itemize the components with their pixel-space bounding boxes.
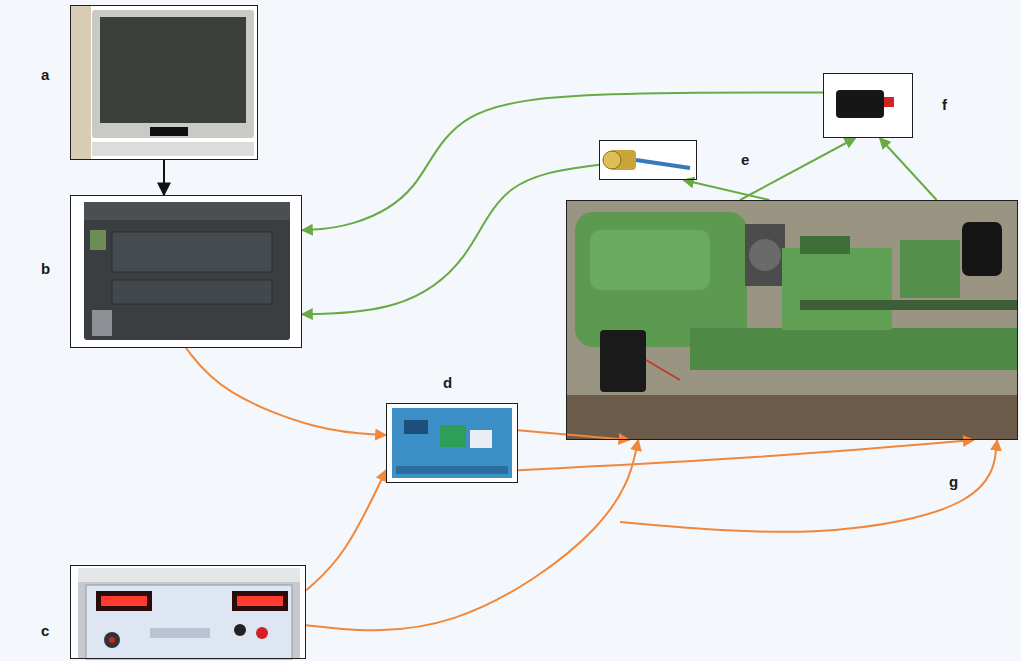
supply-knob: [104, 632, 120, 648]
power-supply-photo: [70, 565, 306, 659]
monitor-screen: [100, 17, 246, 123]
signal-wire: [740, 138, 855, 200]
sensor-cable: [636, 160, 690, 168]
stepper-motor: [962, 222, 1002, 276]
photo-ground: [70, 195, 302, 348]
power-wire: [186, 348, 386, 435]
supply-terminal: [234, 624, 246, 636]
motor-wire: [646, 360, 680, 380]
photo-frame: b: [70, 195, 302, 348]
signal-wire: [683, 180, 769, 200]
lathe-photo: [566, 200, 1018, 440]
photo-ground: [70, 5, 258, 160]
monitor-photo: [70, 5, 258, 160]
power-wire: [518, 430, 629, 440]
lathe-floor: [566, 395, 1018, 440]
figure-letter: b: [41, 260, 50, 278]
lathe-lead-screw: [800, 300, 1018, 310]
photo-frame: f: [823, 73, 913, 138]
lathe-headstock-cover: [590, 230, 710, 290]
photo-frame: d: [386, 403, 518, 483]
plc-photo: [70, 195, 302, 348]
supply-display: [232, 591, 288, 611]
lathe-chuck: [745, 224, 785, 286]
figure-letter: a: [41, 66, 49, 84]
proximity-sensor-photo: [599, 140, 697, 180]
pcb-component: [440, 425, 466, 447]
photo-frame: a: [70, 5, 258, 160]
supply-front: [86, 585, 292, 659]
wall: [71, 6, 91, 159]
supply-top: [78, 568, 300, 582]
lathe-headstock: [575, 212, 747, 347]
power-wire: [306, 440, 638, 630]
plc-panel: [112, 232, 272, 272]
supply-terminal: [256, 627, 268, 639]
power-wire: [518, 440, 974, 470]
monitor-logo-bar: [150, 127, 188, 136]
switch-button: [884, 97, 894, 107]
photo-ground: [823, 73, 913, 138]
stepper-motor: [600, 330, 646, 392]
photo-frame: g: [566, 200, 1018, 440]
supply-knob-cap: [109, 637, 115, 643]
figure-letter: f: [942, 96, 947, 114]
lathe-tailstock: [900, 240, 960, 298]
data-cable: [163, 160, 165, 195]
pcb-terminals: [396, 466, 508, 474]
pcb: [392, 408, 512, 478]
lathe-bed: [690, 328, 1018, 370]
photo-ground: [70, 565, 306, 659]
pcb-component: [470, 430, 492, 448]
figure-letter: d: [443, 374, 452, 392]
monitor-frame: [92, 10, 254, 138]
limit-switch-photo: [823, 73, 913, 138]
photo-ground: [566, 200, 1018, 440]
power-wire: [306, 470, 386, 590]
signal-wire: [302, 92, 823, 230]
photo-ground: [599, 140, 697, 180]
wire-branch: [620, 440, 997, 532]
lathe-tool-post: [800, 236, 850, 254]
desk: [92, 142, 254, 156]
lathe-spindle: [749, 239, 781, 271]
signal-wire: [302, 165, 599, 315]
photo-ground: [386, 403, 518, 483]
plc-led-block: [90, 230, 106, 250]
plc-top-strip: [84, 202, 290, 220]
figure-letter: g: [949, 473, 958, 491]
plc-port: [92, 310, 112, 336]
lathe-carriage: [782, 248, 892, 330]
supply-display-digits: [101, 596, 147, 606]
figure-letter: c: [41, 622, 49, 640]
sensor-face: [603, 151, 621, 169]
signal-wire: [880, 138, 937, 200]
figure-letter: e: [741, 151, 749, 169]
supply-switch: [150, 628, 210, 638]
supply-display-digits: [237, 596, 283, 606]
plc-panel: [112, 280, 272, 304]
photo-frame: e: [599, 140, 697, 180]
photo-frame: c: [70, 565, 306, 659]
pcb-chip: [404, 420, 428, 434]
supply-display: [96, 591, 152, 611]
plc-body: [84, 202, 290, 340]
switch-body: [836, 90, 884, 118]
supply-body: [78, 568, 300, 659]
driver-board-photo: [386, 403, 518, 483]
